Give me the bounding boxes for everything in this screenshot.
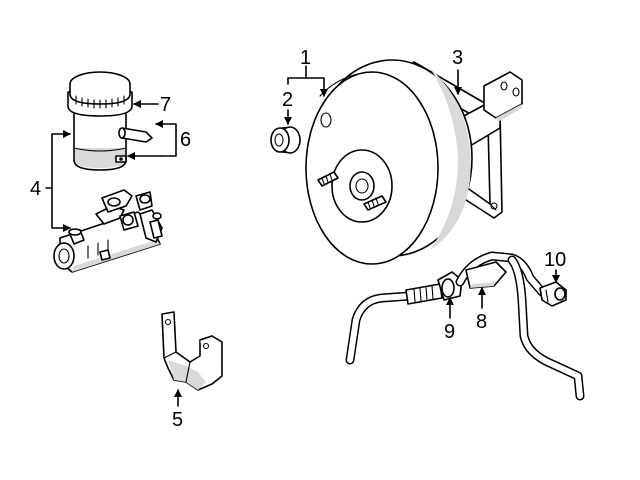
callout-3: 3: [452, 47, 463, 69]
callout-5: 5: [172, 409, 183, 431]
callout-7: 7: [160, 94, 171, 116]
callout-6: 6: [180, 129, 191, 151]
grommet-part: [270, 126, 301, 154]
callout-4: 4: [30, 178, 41, 200]
callout-8: 8: [476, 311, 487, 333]
master-cylinder-part: [53, 189, 163, 273]
callout-9: 9: [444, 321, 455, 343]
callout-10: 10: [544, 249, 566, 271]
callout-2: 2: [282, 89, 293, 111]
callout-1: 1: [300, 47, 311, 69]
booster-part: [305, 59, 523, 265]
leader-lines: [45, 65, 560, 407]
reservoir-part: [67, 71, 153, 171]
bracket-part: [161, 311, 223, 391]
vacuum-hose-part: [345, 251, 585, 401]
